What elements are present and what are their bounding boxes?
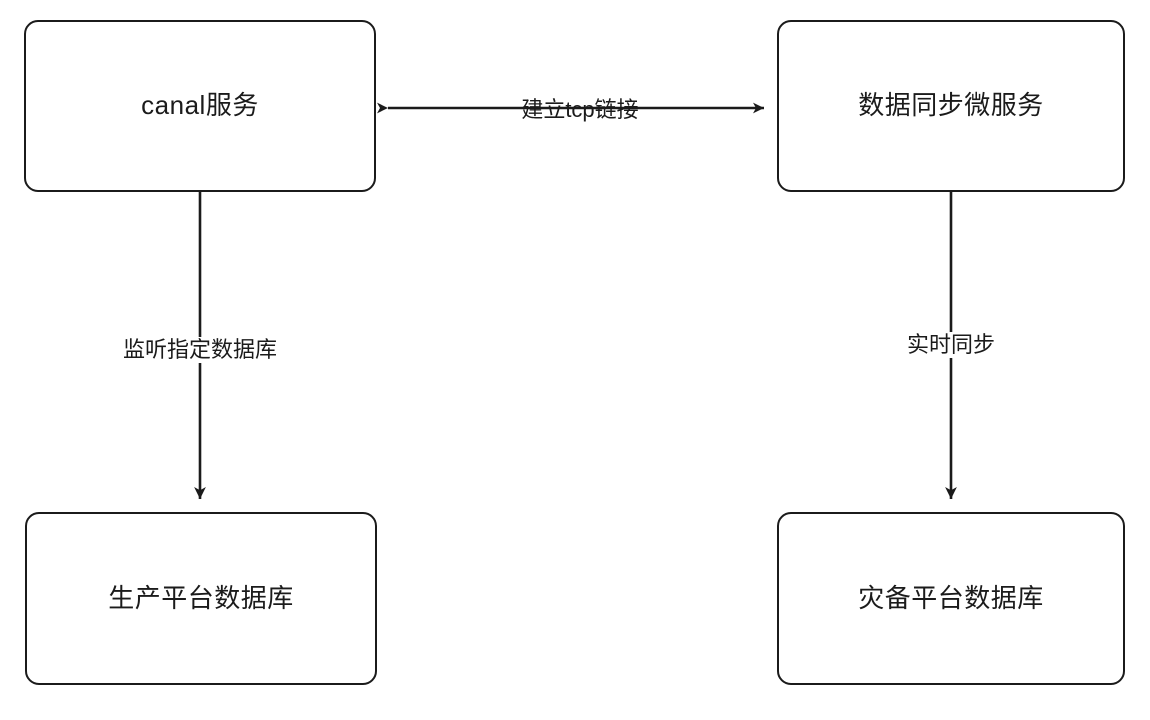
node-disaster-recovery-platform-database-label: 灾备平台数据库 [858, 582, 1044, 613]
node-data-sync-microservice[interactable]: 数据同步微服务 [777, 20, 1125, 192]
node-production-platform-database-label: 生产平台数据库 [108, 582, 294, 613]
node-canal-service-label: canal服务 [141, 90, 259, 121]
edge-label-tcp-connection: 建立tcp链接 [521, 97, 639, 122]
node-canal-service[interactable]: canal服务 [24, 20, 376, 192]
edge-label-listen-database: 监听指定数据库 [118, 337, 282, 363]
node-disaster-recovery-platform-database[interactable]: 灾备平台数据库 [777, 512, 1125, 685]
edge-label-realtime-sync: 实时同步 [902, 332, 1000, 358]
node-data-sync-microservice-label: 数据同步微服务 [858, 90, 1044, 121]
node-production-platform-database[interactable]: 生产平台数据库 [25, 512, 377, 685]
